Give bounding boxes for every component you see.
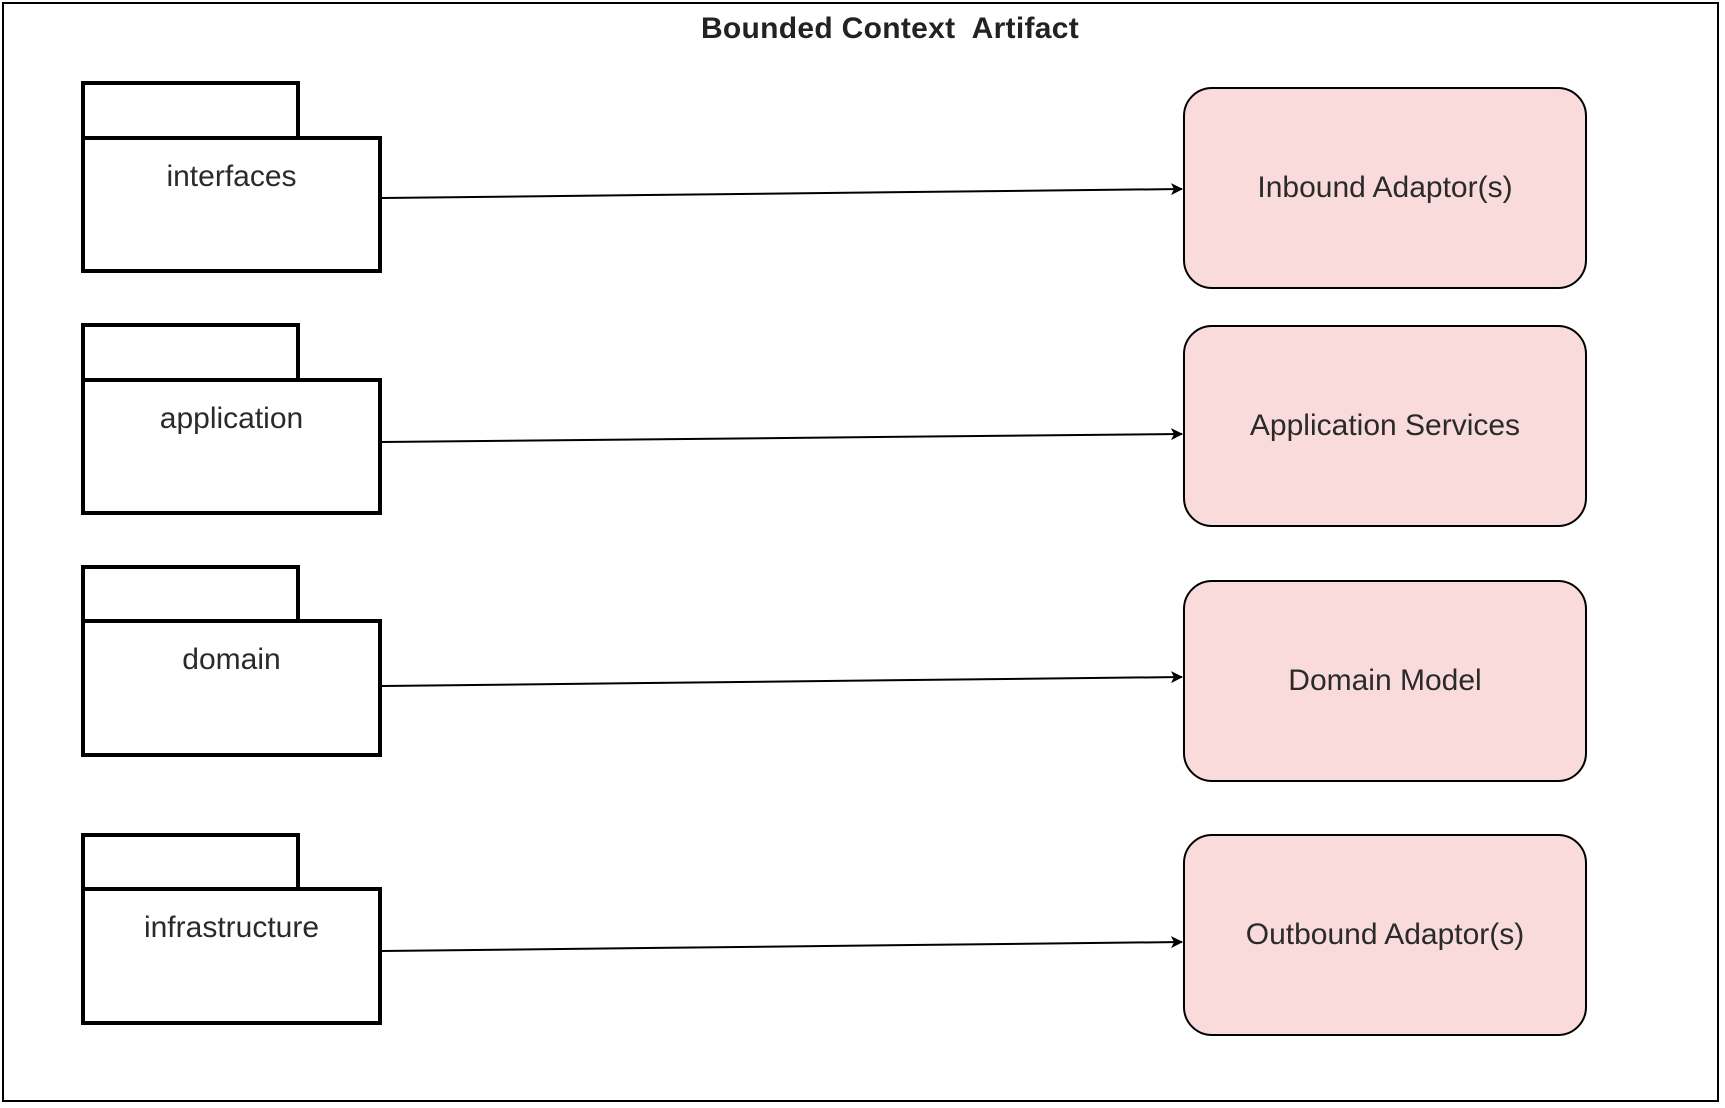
package-body [81,619,382,757]
package-infrastructure[interactable] [81,833,382,1025]
package-tab [81,565,300,623]
box-application-services[interactable] [1183,325,1587,527]
package-label-interfaces: interfaces [166,160,297,193]
box-label-outbound-adaptors: Outbound Adaptor(s) [1245,918,1525,951]
box-label-application-services: Application Services [1249,409,1521,442]
package-body [81,378,382,515]
package-label-domain: domain [182,643,281,676]
arrow-domain-to-model[interactable] [381,671,1183,687]
box-label-domain-model: Domain Model [1288,664,1482,697]
package-application[interactable] [81,323,382,515]
arrow-application-to-services[interactable] [381,428,1183,443]
diagram-title: Bounded Context Artifact [700,12,1080,45]
package-tab [81,81,300,140]
package-label-application: application [159,402,304,435]
package-tab [81,833,300,891]
package-tab [81,323,300,382]
box-outbound-adaptors[interactable] [1183,834,1587,1036]
arrow-infrastructure-to-outbound[interactable] [381,936,1183,952]
box-domain-model[interactable] [1183,580,1587,782]
box-inbound-adaptors[interactable] [1183,87,1587,289]
package-label-infrastructure: infrastructure [143,911,320,944]
package-interfaces[interactable] [81,81,382,273]
arrow-interfaces-to-inbound[interactable] [381,183,1183,199]
box-label-inbound-adaptors: Inbound Adaptor(s) [1257,171,1513,204]
package-body [81,136,382,273]
package-domain[interactable] [81,565,382,757]
package-body [81,887,382,1025]
